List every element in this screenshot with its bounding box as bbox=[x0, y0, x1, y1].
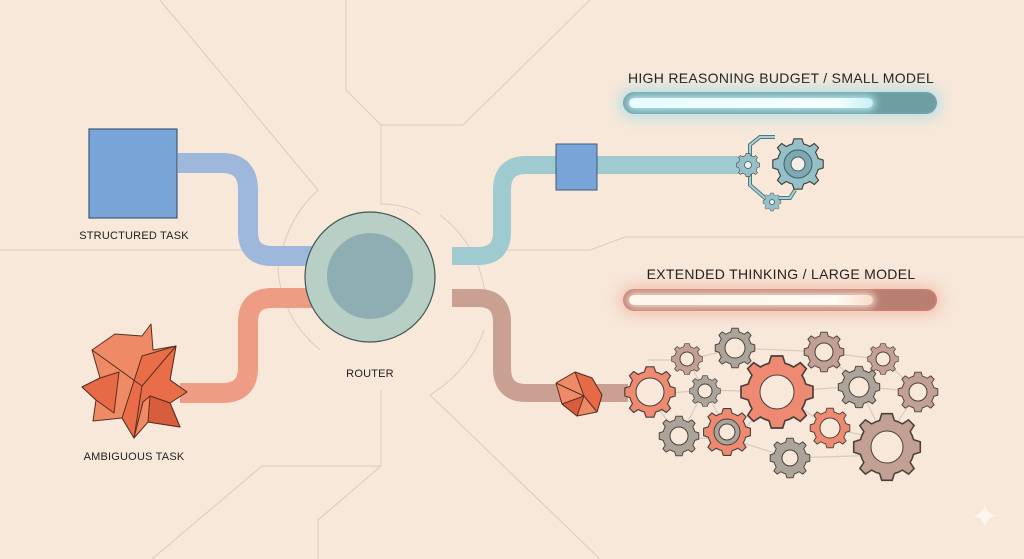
ambiguous-output-shape bbox=[555, 371, 603, 417]
ambiguous-task-shape bbox=[81, 323, 188, 439]
sparkle-icon: ✦ bbox=[970, 498, 1000, 536]
large-model-thinking-meter bbox=[623, 289, 937, 311]
large-model-title: EXTENDED THINKING / LARGE MODEL bbox=[646, 266, 916, 282]
structured-task-label: STRUCTURED TASK bbox=[79, 230, 189, 242]
structured-task-path bbox=[178, 153, 318, 266]
large-model-meter-fill bbox=[629, 295, 873, 305]
small-model-gears-icon bbox=[736, 135, 824, 212]
structured-task-shape bbox=[88, 128, 178, 219]
small-model-meter-fill bbox=[629, 98, 873, 108]
small-model-reasoning-meter bbox=[623, 92, 937, 114]
red-output-path bbox=[452, 289, 628, 402]
ambiguous-task-label: AMBIGUOUS TASK bbox=[83, 451, 185, 463]
blue-output-path bbox=[452, 156, 748, 265]
router-label: ROUTER bbox=[346, 368, 394, 380]
large-model-gear-network-icon bbox=[624, 327, 939, 482]
router-node bbox=[304, 211, 436, 343]
ambiguous-task-path bbox=[180, 288, 318, 403]
structured-output-shape bbox=[555, 143, 598, 191]
small-model-title: HIGH REASONING BUDGET / SMALL MODEL bbox=[627, 70, 935, 86]
